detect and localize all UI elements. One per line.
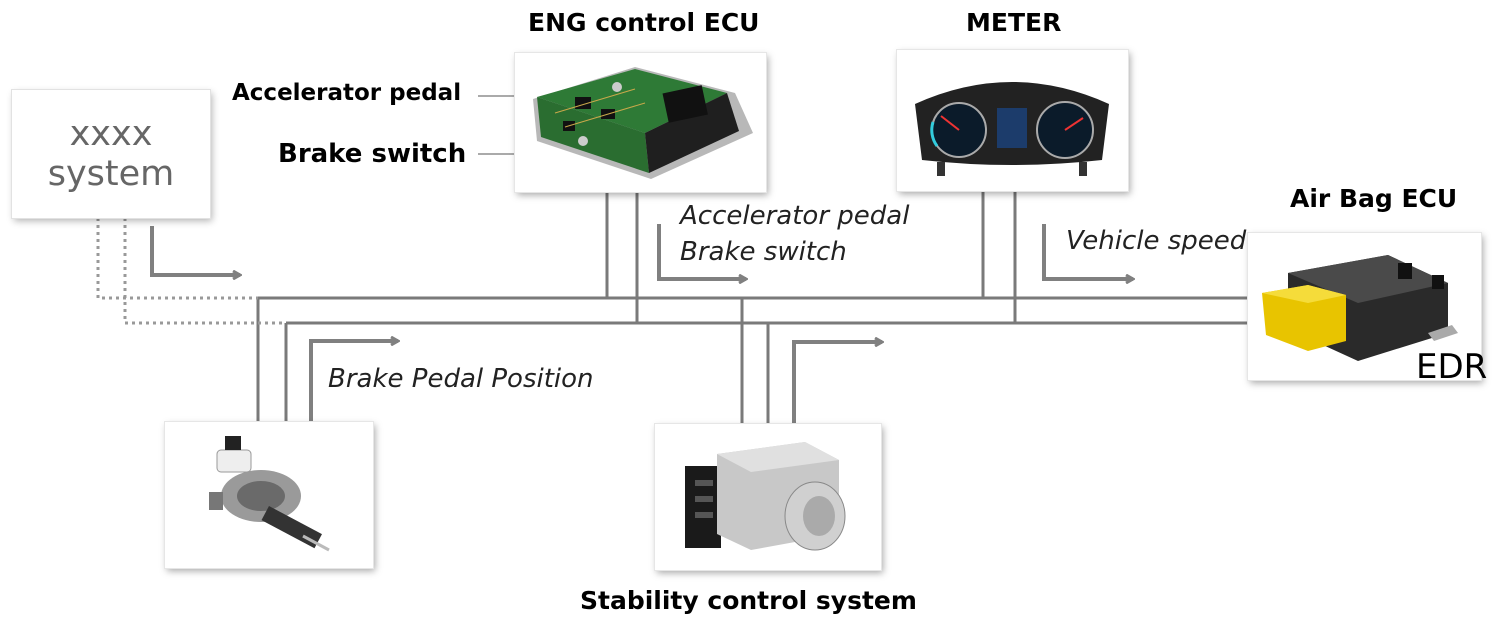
stability-signal-arrow [792, 342, 882, 424]
signal-accelerator-label: Accelerator pedal [680, 201, 910, 231]
xxxx-dotted-line-2 [123, 218, 286, 325]
brake-card [165, 422, 373, 568]
stability-card [655, 424, 881, 570]
signal-brake-pedal-position-label: Brake Pedal Position [328, 364, 594, 394]
meter-card [897, 50, 1128, 191]
airbag-ecu-card [1248, 233, 1481, 380]
abs-modulator-icon [685, 442, 846, 551]
xxxx-signal-arrow [150, 226, 240, 275]
instrument-cluster-icon [915, 82, 1109, 176]
brake-master-cylinder-icon [209, 436, 330, 552]
accelerator-input-label: Accelerator pedal [232, 80, 462, 106]
eng-ecu-card [515, 53, 766, 192]
meter-title: METER [966, 8, 1062, 37]
xxxx-dotted-line-1 [96, 218, 258, 300]
airbag-ecu-icon [1262, 255, 1458, 361]
brake-signal-arrow [309, 341, 398, 422]
xxxx-system-line2: system [47, 154, 175, 194]
signal-brake-switch-label: Brake switch [680, 237, 847, 267]
eng-ecu-title: ENG control ECU [528, 8, 760, 37]
xxxx-system-box: xxxx system [12, 90, 210, 218]
stability-title: Stability control system [580, 586, 917, 615]
eng-signal-arrow [657, 224, 746, 279]
circuit-board-icon [533, 67, 753, 179]
xxxx-system-line1: xxxx [69, 113, 153, 154]
meter-signal-arrow [1042, 224, 1133, 279]
signal-vehicle-speed-label: Vehicle speed [1066, 226, 1247, 256]
brake-switch-input-label: Brake switch [278, 139, 467, 169]
edr-label: EDR [1416, 347, 1488, 387]
airbag-ecu-title: Air Bag ECU [1290, 184, 1458, 213]
